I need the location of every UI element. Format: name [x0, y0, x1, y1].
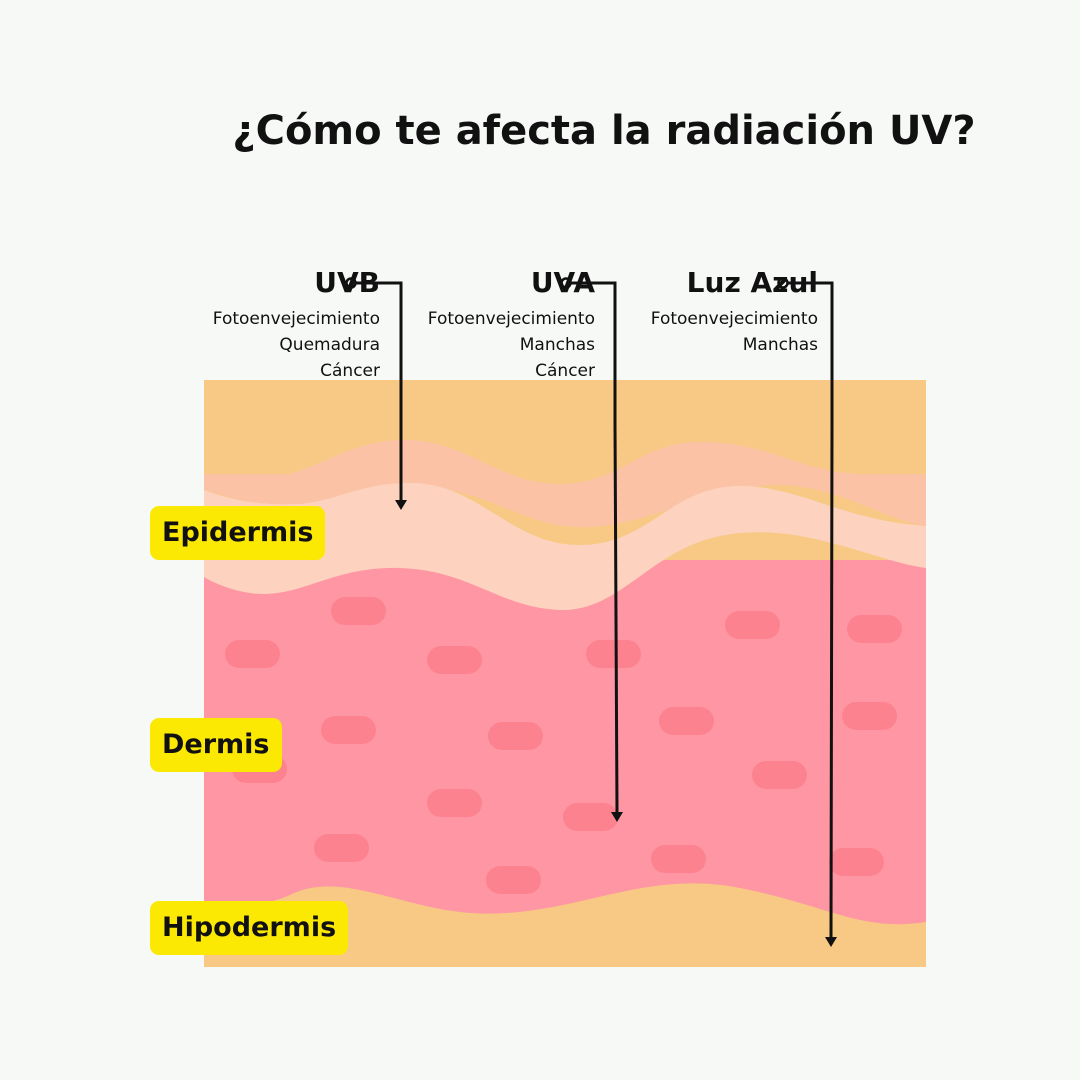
ray-uva: UVA Fotoenvejecimiento Manchas Cáncer [428, 266, 595, 384]
dermis-cell [847, 615, 902, 643]
page-title: ¿Cómo te afecta la radiación UV? [232, 108, 976, 154]
dermis-cell [725, 611, 780, 639]
dermis-cell [427, 789, 482, 817]
uvb-arrowhead [395, 500, 407, 510]
ray-uva-effects: Fotoenvejecimiento Manchas Cáncer [428, 306, 595, 384]
dermis-layer [204, 560, 926, 925]
layer-label-hypodermis: Hipodermis [150, 901, 349, 955]
blue-light-arrowhead [825, 937, 837, 947]
dermis-cell [427, 646, 482, 674]
layer-label-epidermis: Epidermis [150, 506, 326, 560]
dermis-cell [486, 866, 541, 894]
dermis-cell [752, 761, 807, 789]
dermis-cell [225, 640, 280, 668]
dermis-cell [314, 834, 369, 862]
dermis-cells [225, 597, 902, 894]
ray-blue-light-effect: Manchas [742, 335, 818, 355]
ray-uvb-effects: Fotoenvejecimiento Quemadura Cáncer [213, 306, 380, 384]
dermis-cell [842, 702, 897, 730]
ray-uva-effect: Fotoenvejecimiento [427, 309, 595, 329]
ray-blue-light-effects: Fotoenvejecimiento Manchas [651, 306, 818, 358]
ray-blue-light-name: Luz Azul [686, 266, 818, 299]
blue-light-penetration-line [788, 281, 834, 938]
epidermis-outer-layer [204, 439, 926, 528]
dermis-cell [488, 722, 543, 750]
ray-uvb-name: UVB [314, 266, 380, 299]
uvb-penetration-line [356, 281, 403, 500]
uva-connector-dot [560, 277, 572, 289]
ray-uva-name: UVA [530, 266, 595, 299]
ray-uva-effect: Cáncer [535, 361, 595, 381]
dermis-cell [563, 803, 618, 831]
ray-blue-light: Luz Azul Fotoenvejecimiento Manchas [651, 266, 818, 358]
epidermis-inner-layer [204, 483, 926, 611]
ray-uvb-effect: Fotoenvejecimiento [212, 309, 380, 329]
uva-arrowhead [611, 812, 623, 822]
layer-label-dermis: Dermis [150, 718, 282, 772]
ray-uvb-effect: Quemadura [279, 335, 380, 355]
ray-uva-effect: Manchas [519, 335, 595, 355]
dermis-cell [659, 707, 714, 735]
dermis-cell [586, 640, 641, 668]
dermis-cell [829, 848, 884, 876]
uvb-connector-dot [345, 277, 357, 289]
dermis-cell [331, 597, 386, 625]
ray-uvb-effect: Cáncer [320, 361, 380, 381]
uva-penetration-line [571, 281, 619, 813]
ray-uvb: UVB Fotoenvejecimiento Quemadura Cáncer [213, 266, 380, 384]
dermis-cell [651, 845, 706, 873]
dermis-cell [321, 716, 376, 744]
ray-blue-light-effect: Fotoenvejecimiento [650, 309, 818, 329]
blue-light-connector-dot [777, 277, 789, 289]
